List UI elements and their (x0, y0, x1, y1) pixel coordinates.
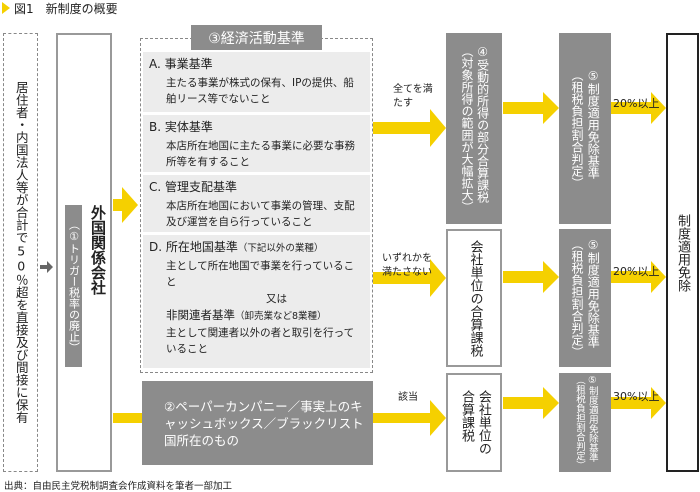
source-note: 出典：自由民主党税制調査会作成資料を筆者一部加工 (4, 481, 233, 492)
figure-title: 図1 新制度の概要 (2, 0, 118, 16)
title-text: 図1 新制度の概要 (14, 1, 118, 16)
foreign-company-name: 外国関係会社 (89, 205, 107, 295)
ex3-line1: ⑤制度適用免除基準 (586, 375, 598, 462)
threshold-3: 30%以上 (613, 390, 660, 403)
ct-line2: 合算課税 (459, 390, 474, 442)
criterion-d-body2: 主として関連者以外の者と取引を行っていること (166, 326, 355, 355)
ownership-box: 居住者・内国法人等が合計で50％超を直接及び間接に保有 (3, 33, 38, 472)
label-all: 全てを満たす (393, 84, 433, 109)
ex2-line1: ⑤制度適用免除基準 (586, 238, 601, 348)
ex2-line2: （租税負担割合判定） (570, 238, 584, 358)
trigger-label: （①トリガー税率の廃止） (65, 205, 82, 367)
criterion-c-body: 本店所在地国において事業の管理、支配及び運営を自ら行っていること (166, 200, 355, 229)
ex3-line2: （租税負担割合判定） (574, 375, 585, 470)
threshold-2: 20%以上 (613, 265, 660, 278)
triangle-icon (2, 2, 10, 14)
criterion-d: D. 所在地国基準（下記以外の業種） 主として所在地国で事業を行っていること 又… (143, 235, 370, 368)
arrow-5-to-final-3 (611, 387, 666, 419)
ct-line1: 会社単位の (475, 390, 491, 455)
exemption-box-3: ⑤制度適用免除基準（租税負担割合判定） (559, 373, 611, 472)
trigger-text: （①トリガー税率の廃止） (67, 219, 81, 353)
exemption-result-box: 制度適用免除 (666, 33, 699, 472)
exemption-box-1: ⑤制度適用免除基準（租税負担割合判定） (559, 33, 611, 224)
criterion-d-note: （下記以外の業種） (237, 243, 324, 254)
exemption-text-2: ⑤制度適用免除基準（租税負担割合判定） (569, 238, 601, 358)
arrow-bot-to-5 (503, 387, 559, 419)
arrow-all (373, 109, 446, 147)
partial-taxation-line1: ④受動的所得の部分合算課税 (475, 44, 490, 203)
partial-taxation-box: ④受動的所得の部分合算課税（対象所得の範囲が大幅拡大） (446, 33, 502, 224)
unrelated-party-title: 非関連者基準 (166, 307, 235, 322)
criterion-a-title: A. 事業基準 (149, 57, 213, 71)
foreign-company-box (56, 33, 112, 472)
arrow-to-economic (113, 187, 138, 223)
or-text: 又は (266, 292, 287, 305)
arrow-any (373, 259, 446, 297)
arrow-5-to-final-2 (611, 261, 666, 293)
threshold-1: 20%以上 (613, 97, 660, 110)
criterion-d-body1: 主として所在地国で事業を行っていること (166, 260, 355, 289)
paper-company-box: ②ペーパーカンパニー／事実上のキャッシュボックス／ブラックリスト国所在のもの (142, 381, 373, 465)
arrow-5-to-final-1 (611, 92, 666, 124)
arrow-applies (373, 400, 446, 436)
criterion-c-title: C. 管理支配基準 (149, 180, 238, 194)
exemption-text-1: ⑤制度適用免除基準（租税負担割合判定） (569, 69, 601, 189)
criterion-a: A. 事業基準 主たる事業が株式の保有、IPの提供、船舶リース等でないこと (143, 52, 370, 112)
criterion-c: C. 管理支配基準 本店所在地国において事業の管理、支配及び運営を自ら行っている… (143, 175, 370, 232)
label-any: いずれかを満たさない (382, 253, 432, 278)
arrow-4-to-5 (503, 92, 559, 124)
company-taxation-text: 会社単位の合算課税 (467, 239, 483, 357)
criterion-b: B. 実体基準 本店所在地国に主たる事業に必要な事務所等を有すること (143, 115, 370, 172)
label-applies: 該当 (398, 392, 418, 403)
company-taxation-box: 会社単位の合算課税 (446, 229, 502, 367)
company-taxation-bottom-text: 会社単位の合算課税 (457, 390, 491, 455)
ex1-line1: ⑤制度適用免除基準 (586, 68, 601, 179)
gray-arrow (40, 261, 53, 273)
unrelated-party-note: （卸売業など8業種） (235, 310, 327, 322)
criterion-d-title: D. 所在地国基準 (149, 240, 238, 254)
criterion-a-body: 主たる事業が株式の保有、IPの提供、船舶リース等でないこと (166, 77, 354, 106)
ownership-text: 居住者・内国法人等が合計で50％超を直接及び間接に保有 (13, 81, 29, 424)
economic-activity-label: ③経済活動基準 (191, 25, 322, 50)
partial-taxation-text: ④受動的所得の部分合算課税（対象所得の範囲が大幅拡大） (458, 44, 490, 213)
arrow-mid-to-5 (503, 261, 559, 293)
criterion-b-body: 本店所在地国に主たる事業に必要な事務所等を有すること (166, 140, 355, 169)
exemption-box-2: ⑤制度適用免除基準（租税負担割合判定） (559, 229, 611, 367)
exemption-result-text: 制度適用免除 (675, 213, 690, 292)
company-taxation-box-bottom: 会社単位の合算課税 (446, 373, 502, 472)
exemption-text-3: ⑤制度適用免除基準（租税負担割合判定） (572, 375, 598, 470)
arrow-to-paper (113, 413, 142, 423)
ex1-line2: （租税負担割合判定） (570, 68, 584, 189)
partial-taxation-line2: （対象所得の範囲が大幅拡大） (460, 44, 474, 213)
criterion-b-title: B. 実体基準 (149, 120, 213, 134)
